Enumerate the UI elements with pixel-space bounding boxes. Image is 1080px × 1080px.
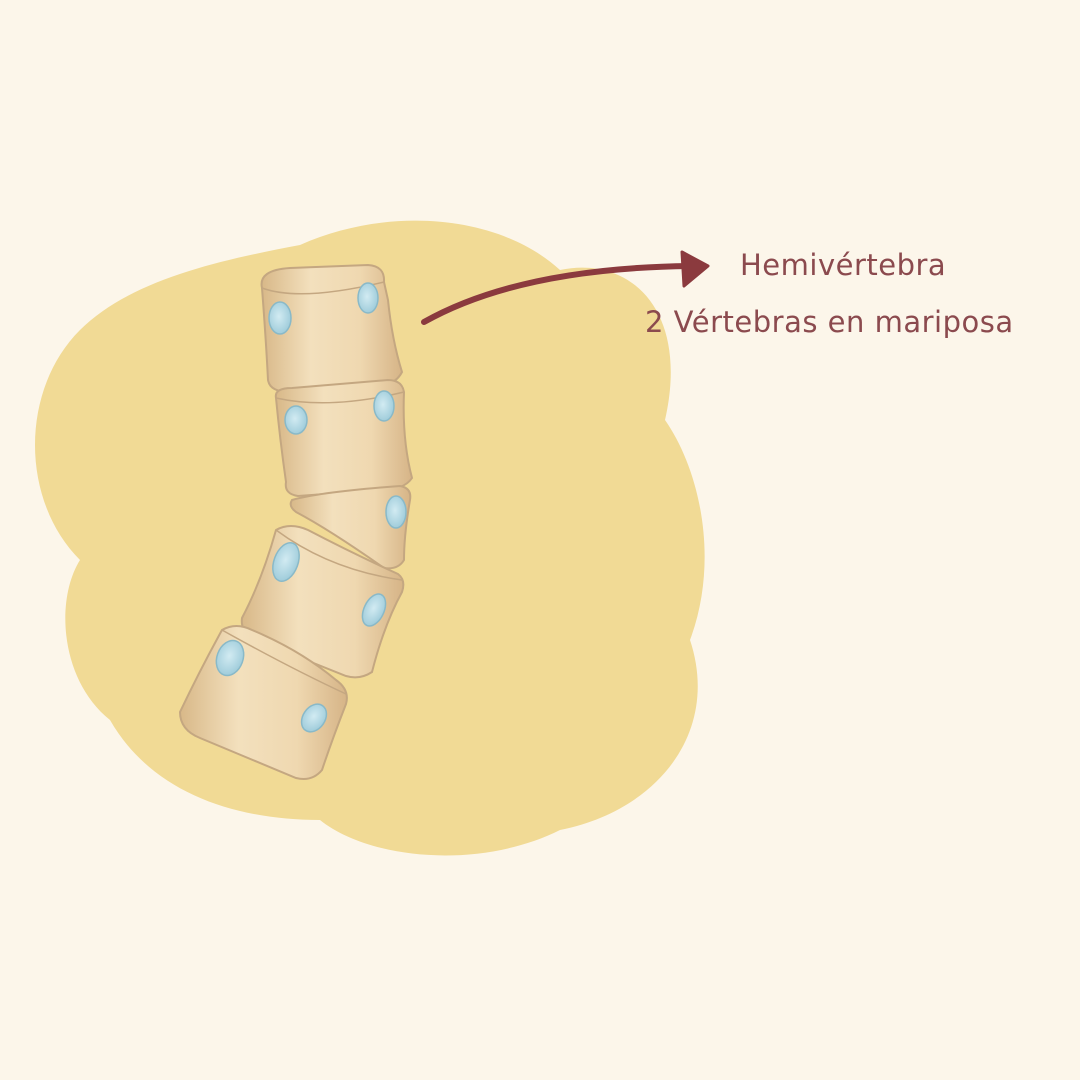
butterfly-vertebrae-label: 2 Vértebras en mariposa (645, 305, 1014, 339)
hemivertebra-label: Hemivértebra (740, 248, 947, 282)
vertebra-4 (240, 525, 405, 679)
vertebra-5 (178, 625, 348, 780)
curved-arrow-right-icon (421, 250, 710, 325)
vertebra-3-hemivertebra (289, 484, 412, 570)
vertebra-1 (260, 263, 404, 394)
vertebra-2 (274, 378, 414, 498)
